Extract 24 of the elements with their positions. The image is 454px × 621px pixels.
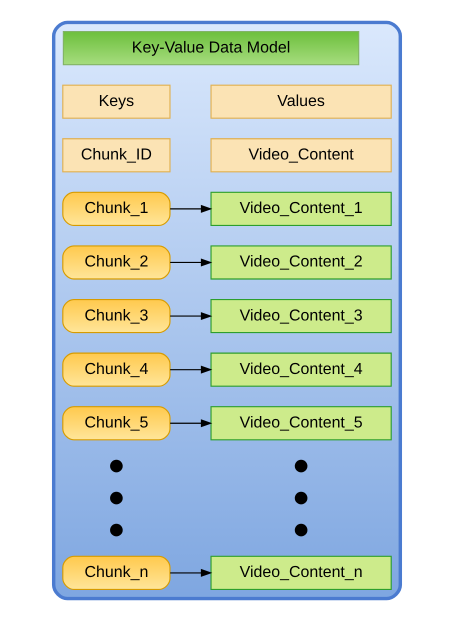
arrow xyxy=(170,312,212,320)
node-box: Chunk_3 xyxy=(62,298,171,334)
label: Values xyxy=(277,92,325,110)
node-box: Video_Content_1 xyxy=(210,192,392,226)
node-box: Video_Content_n xyxy=(210,556,392,590)
arrow xyxy=(170,419,212,428)
node-box: Chunk_2 xyxy=(62,245,171,280)
arrow xyxy=(170,568,212,577)
node-box: Video_Content_2 xyxy=(210,245,392,280)
node-box: Chunk_5 xyxy=(62,406,171,440)
node-box: Chunk_1 xyxy=(62,192,171,226)
arrow xyxy=(170,366,212,374)
label: Keys xyxy=(98,92,134,110)
node-box: Video_Content_3 xyxy=(210,298,392,334)
node-box: Key-Value Data Model xyxy=(62,31,360,66)
arrow xyxy=(170,258,212,266)
node-box: Video_Content_5 xyxy=(210,406,392,440)
arrow xyxy=(170,204,212,213)
node-box: Chunk_4 xyxy=(62,352,171,387)
node-box: Video_Content_4 xyxy=(210,352,392,387)
label: Chunk_ID xyxy=(80,146,152,164)
label: Video_Content xyxy=(248,146,354,164)
node-box: Chunk_n xyxy=(62,556,171,590)
cluster xyxy=(52,20,402,600)
